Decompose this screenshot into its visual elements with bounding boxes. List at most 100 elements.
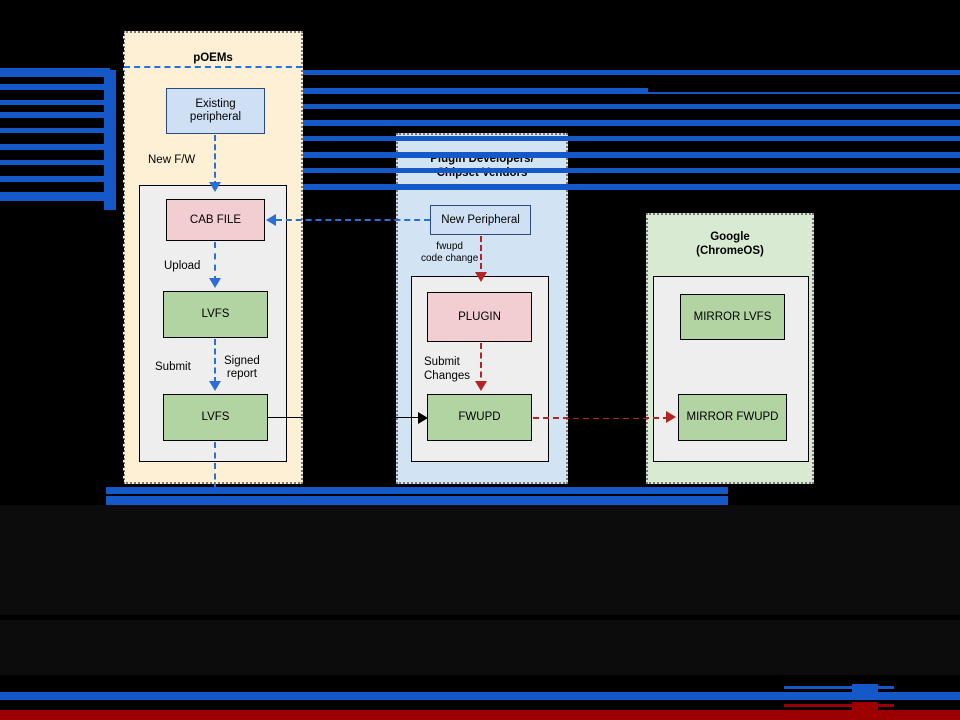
edge-plugin-to-fwupd (480, 343, 482, 387)
glitch-scanline (0, 279, 124, 284)
glitch-scanline (568, 229, 646, 234)
glitch-scanline (814, 319, 960, 324)
glitch-scanline (303, 103, 730, 108)
glitch-scanline (0, 127, 124, 132)
glitch-scanline (0, 343, 124, 348)
glitch-bar-blue-vertical (104, 70, 116, 210)
glitch-scanline (568, 141, 646, 146)
glitch-scanline (303, 245, 396, 250)
glitch-scanline (814, 295, 960, 300)
label-new-fw: New F/W (148, 154, 196, 166)
arrowhead-left-newperipheral-to-cab (266, 214, 276, 226)
glitch-scanline (568, 237, 646, 242)
node-fwupd-label: FWUPD (458, 411, 501, 423)
glitch-scanline (814, 239, 960, 244)
glitch-scanline (814, 311, 960, 316)
glitch-scanline (814, 471, 960, 476)
glitch-scanline (814, 303, 960, 308)
glitch-scanline (814, 359, 960, 364)
glitch-scanline (568, 333, 646, 338)
glitch-scanline (303, 341, 396, 346)
glitch-bar-blue-under-2 (106, 496, 728, 505)
glitch-smear-9 (579, 434, 641, 443)
glitch-scanline (814, 127, 960, 132)
node-lvfs-upload[interactable]: LVFS (163, 291, 268, 338)
glitch-scanline (0, 231, 124, 236)
edge-fwupd-to-mirror-fwupd (533, 417, 669, 419)
glitch-scanline (568, 349, 646, 354)
glitch-scanline (814, 463, 960, 468)
node-fwupd-test-framework[interactable]: FWUPD test framework (657, 575, 799, 615)
glitch-scanline (814, 151, 960, 156)
node-mirror-fwupd[interactable]: MIRROR FWUPD (678, 394, 787, 441)
glitch-scanline (0, 151, 124, 156)
glitch-scanline (303, 31, 730, 36)
edge-lvfs-tail-down (214, 442, 216, 490)
glitch-scanline (814, 343, 960, 348)
glitch-scanline (814, 215, 960, 220)
glitch-scanline (0, 311, 124, 316)
glitch-scanline (568, 381, 646, 386)
glitch-scanline (303, 119, 730, 124)
glitch-scanline (814, 479, 960, 484)
glitch-scanline (0, 31, 124, 36)
glitch-scanline (814, 375, 960, 380)
node-existing-peripheral-line1: Existing (195, 98, 236, 110)
node-existing-peripheral[interactable]: Existing peripheral (166, 88, 265, 134)
glitch-scanline (568, 429, 646, 434)
glitch-scanline (303, 389, 396, 394)
legend-swatch-red (852, 702, 878, 716)
glitch-scanline (0, 479, 124, 484)
glitch-scanline (0, 287, 124, 292)
glitch-scanline (303, 127, 730, 132)
node-mirror-lvfs-label: MIRROR LVFS (693, 310, 772, 323)
node-fwupd[interactable]: FWUPD (427, 394, 532, 441)
glitch-scanline (0, 383, 124, 388)
glitch-scanline (568, 477, 646, 482)
glitch-scanline (303, 71, 730, 76)
glitch-scanline (0, 487, 124, 492)
glitch-bar-blue-8 (0, 176, 110, 182)
glitch-scanline (814, 103, 960, 108)
glitch-bar-blue-top-long (303, 70, 960, 75)
glitch-scanline (303, 141, 396, 146)
glitch-scanline (303, 165, 396, 170)
glitch-smear-3 (322, 61, 394, 67)
glitch-scanline (814, 423, 960, 428)
node-cab-file[interactable]: CAB FILE (166, 199, 265, 241)
glitch-scanline (814, 207, 960, 212)
glitch-scanline (568, 461, 646, 466)
label-submit-changes-line2: Changes (424, 370, 471, 382)
node-new-peripheral[interactable]: New Peripheral (430, 205, 531, 235)
glitch-scanline (814, 391, 960, 396)
glitch-scanline (0, 335, 124, 340)
glitch-scanline (814, 431, 960, 436)
glitch-scanline (568, 453, 646, 458)
glitch-scanline (568, 197, 646, 202)
glitch-scanline (814, 455, 960, 460)
glitch-scanline (568, 445, 646, 450)
glitch-scanline (568, 157, 646, 162)
glitch-dark-veil-2 (0, 620, 960, 675)
node-fwupd-test-framework-label: FWUPD test framework (664, 588, 792, 601)
glitch-scanline (303, 333, 396, 338)
glitch-bar-blue-3 (0, 100, 110, 105)
glitch-scanline (568, 181, 646, 186)
glitch-scanline (0, 223, 124, 228)
node-cab-file-label: CAB FILE (189, 213, 242, 226)
arrowhead-right-fwupd-to-mirror-fwupd (666, 411, 676, 423)
glitch-scanline (814, 135, 960, 140)
node-lvfs-submit[interactable]: LVFS (163, 394, 268, 441)
glitch-scanline (303, 437, 396, 442)
glitch-scanline (568, 213, 646, 218)
glitch-scanline (303, 365, 396, 370)
node-plugin[interactable]: PLUGIN (427, 292, 532, 342)
glitch-scanline (303, 309, 396, 314)
arrowhead-down-newperipheral-to-plugin (475, 272, 487, 282)
glitch-scanline (568, 341, 646, 346)
glitch-scanline (303, 205, 396, 210)
glitch-scanline (814, 279, 960, 284)
glitch-scanline (814, 415, 960, 420)
node-mirror-lvfs[interactable]: MIRROR LVFS (680, 294, 785, 340)
glitch-scanline (568, 173, 646, 178)
